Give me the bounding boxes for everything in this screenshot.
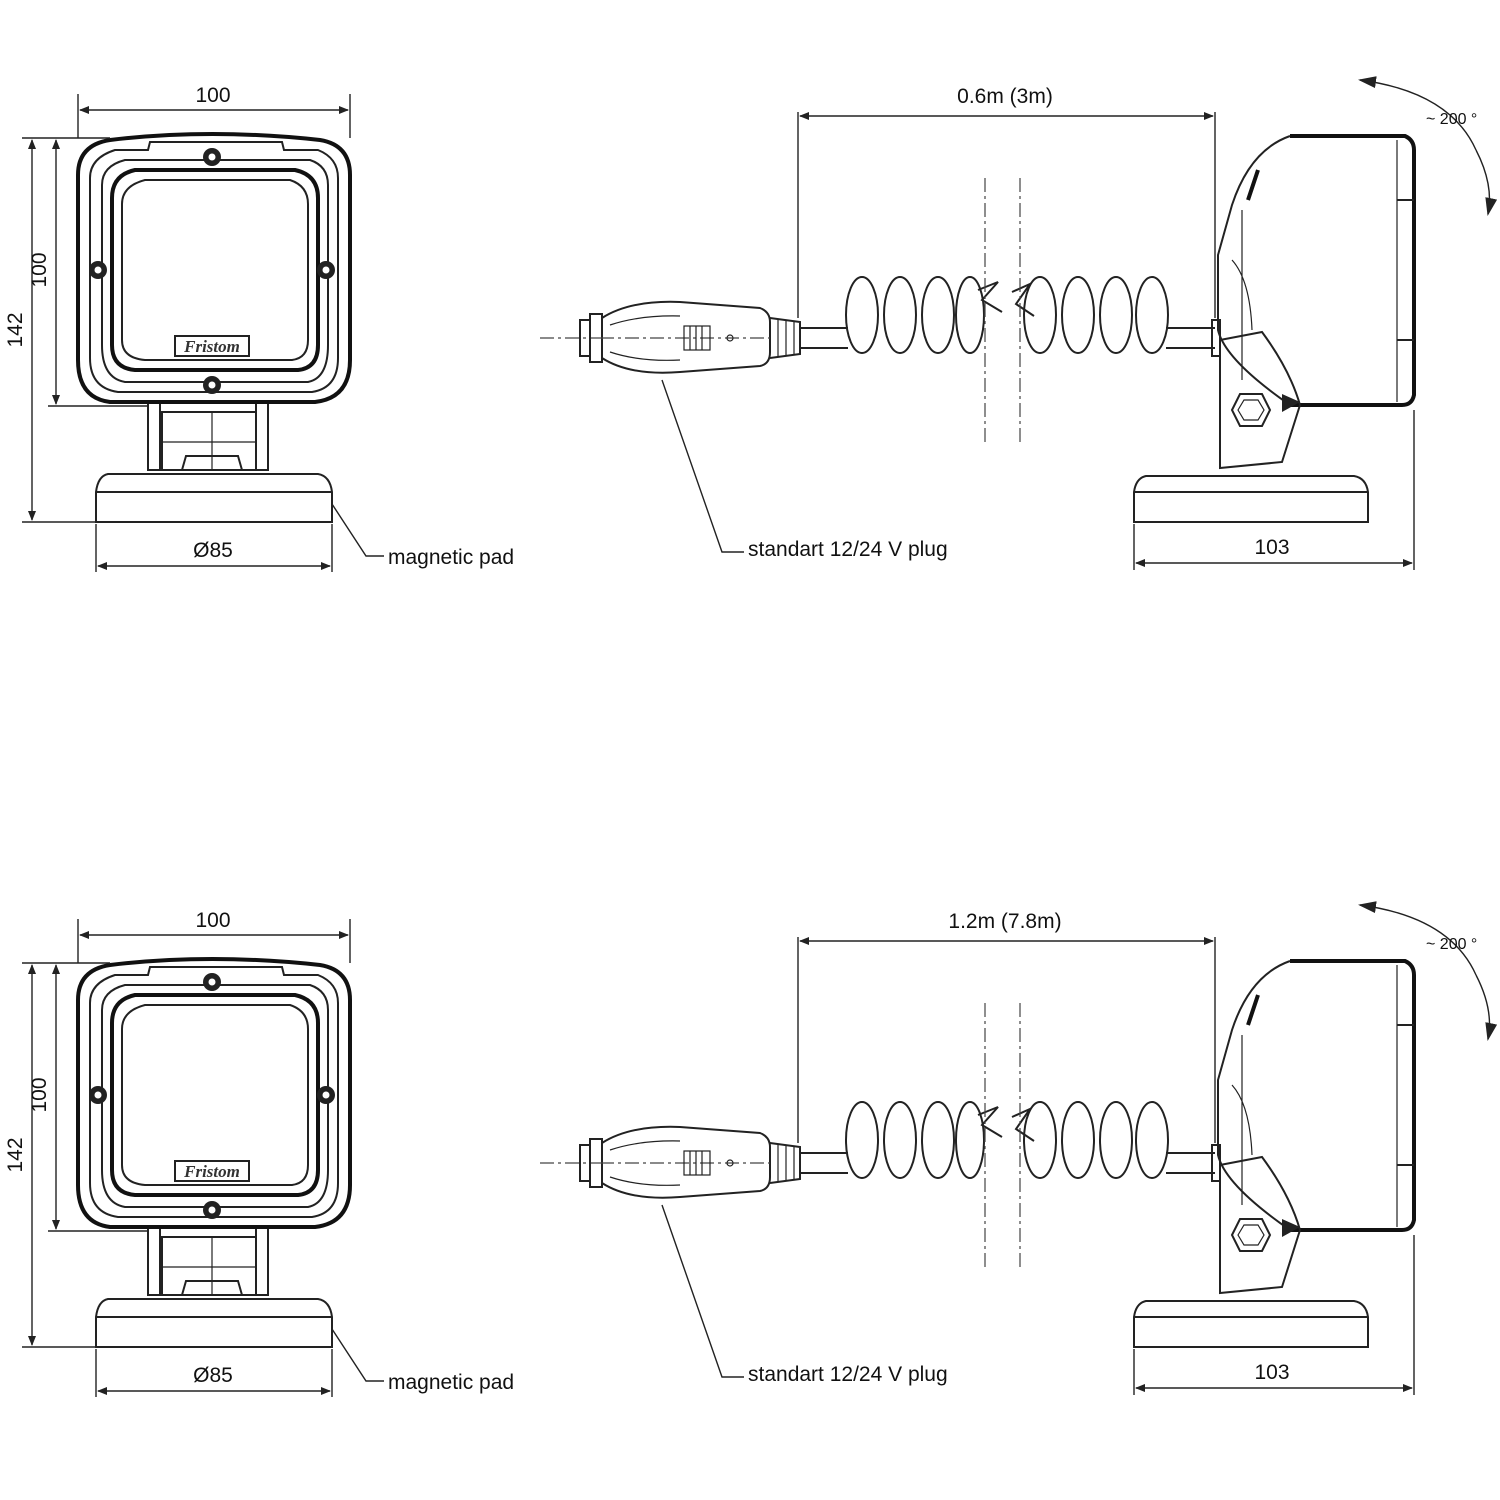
cable-length: 1.2m (7.8m) [948,910,1061,933]
side-view-lamp [538,134,1416,524]
drawing-2: Fristom 100 142 100 Ø85 magnetic pad 1.2… [4,901,1498,1397]
magnetic-pad-label: magnetic pad [388,546,514,569]
magnetic-pad-label: magnetic pad [388,1371,514,1394]
dim-width: 100 [195,909,230,932]
rotation-angle: ~ 200 ° [1426,936,1477,953]
dim-width: 100 [195,84,230,107]
rotation-angle: ~ 200 ° [1426,111,1477,128]
front-view-lamp [76,957,352,1349]
dim-side-depth: 103 [1254,536,1289,559]
dim-total-height: 142 [4,312,27,347]
cable-length: 0.6m (3m) [957,85,1053,108]
dim-head-height: 100 [28,252,51,287]
dim-base-diameter: Ø85 [193,539,233,562]
plug-label: standart 12/24 V plug [748,1363,948,1386]
brand-logo: Fristom [183,1162,240,1181]
drawing-1: Fristom 100 142 100 Ø85 magnetic pad 0.6… [4,76,1498,572]
dim-base-diameter: Ø85 [193,1364,233,1387]
front-view-lamp [76,132,352,524]
side-view-lamp [538,959,1416,1349]
dim-side-depth: 103 [1254,1361,1289,1384]
plug-label: standart 12/24 V plug [748,538,948,561]
brand-logo: Fristom [183,337,240,356]
dim-head-height: 100 [28,1077,51,1112]
dim-total-height: 142 [4,1137,27,1172]
